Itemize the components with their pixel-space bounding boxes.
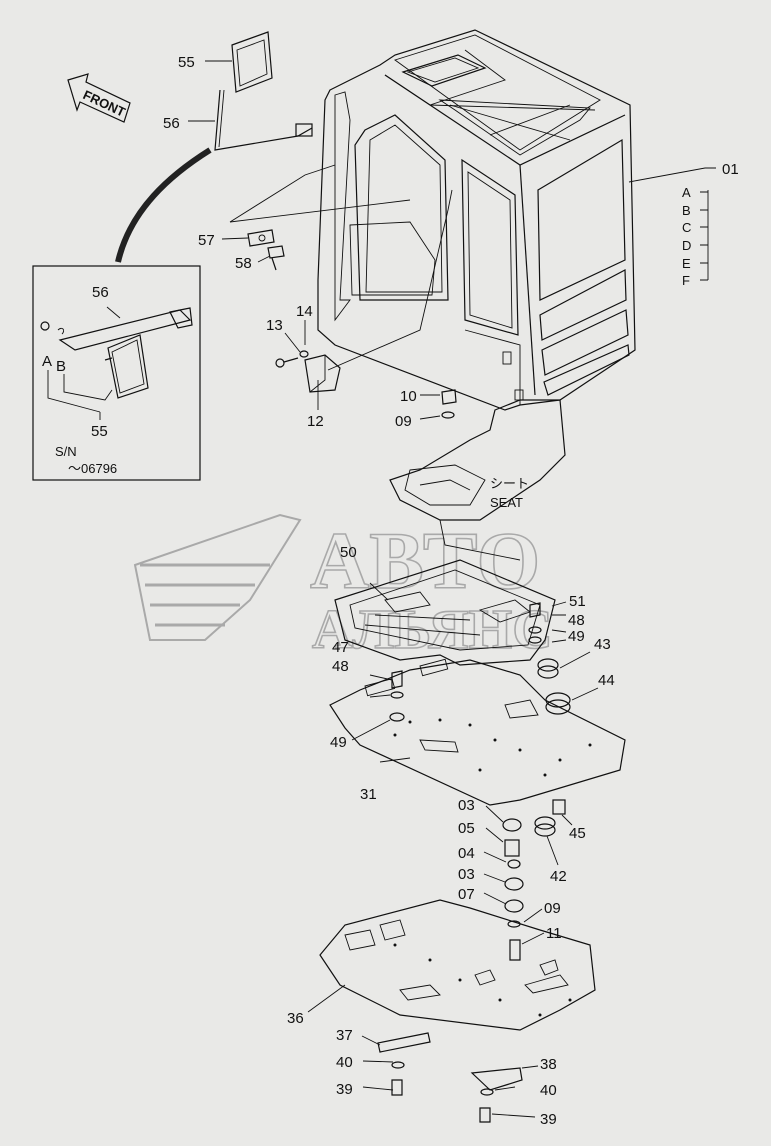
callout-label: B	[56, 358, 66, 375]
callout-label: 56	[163, 115, 180, 132]
callout-label: 31	[360, 786, 377, 803]
seat-label-jp: シート	[490, 476, 529, 491]
callout-label: 10	[400, 388, 417, 405]
mount-43	[537, 651, 591, 679]
callout-label: 43	[594, 636, 611, 653]
callout-label: 09	[544, 900, 561, 917]
bracket-57	[247, 229, 285, 271]
callout-label: 04	[458, 845, 475, 862]
callout-label: 36	[287, 1010, 304, 1027]
callout-label: 39	[336, 1081, 353, 1098]
inset-serial: S/N ～06796	[55, 444, 117, 476]
callout-label: 40	[336, 1054, 353, 1071]
bracket-38	[470, 1065, 539, 1123]
cab-body	[317, 29, 636, 411]
mirror-assembly	[115, 31, 313, 263]
washer-09-top	[441, 411, 455, 419]
callout-label: 03	[458, 866, 475, 883]
callout-label: 49	[568, 628, 585, 645]
washer-14	[299, 350, 309, 358]
callout-label: 13	[266, 317, 283, 334]
bolt-51	[528, 601, 567, 644]
variant-label: E	[682, 256, 691, 271]
variant-label: F	[682, 273, 690, 288]
spacer-45	[552, 799, 573, 826]
serial-label: S/N	[55, 444, 77, 459]
callout-label: 11	[546, 925, 562, 942]
variant-list: A B C D E F	[682, 185, 691, 288]
callout-label: 07	[458, 886, 475, 903]
bolt-13	[275, 357, 299, 368]
plate-31	[329, 658, 626, 806]
watermark-line1: АВТО	[310, 515, 540, 606]
bracket-37	[361, 1032, 431, 1096]
callout-label: 49	[330, 734, 347, 751]
callout-label: 50	[340, 544, 357, 561]
callout-label: 45	[569, 825, 586, 842]
floor-plate-50	[334, 559, 556, 666]
callout-label: 58	[235, 255, 252, 272]
callout-label: 39	[540, 1111, 557, 1128]
callout-label: 48	[332, 658, 349, 675]
watermark-line2: АЛЬЯНС	[312, 599, 553, 661]
cap-10	[441, 389, 457, 405]
callout-label: 47	[332, 639, 349, 656]
callout-label: 37	[336, 1027, 353, 1044]
callout-label: 56	[92, 284, 109, 301]
mount-44	[545, 687, 599, 715]
front-arrow: FRONT	[67, 73, 131, 123]
callout-label: 44	[598, 672, 615, 689]
callout-label: 09	[395, 413, 412, 430]
callout-label: 40	[540, 1082, 557, 1099]
callout-labels: 55 56 57 58 56 55 A B 13 14 12 10 09 01 …	[42, 54, 739, 1128]
watermark-logo-icon	[133, 513, 302, 641]
callout-label: 55	[178, 54, 195, 71]
inset-box	[32, 265, 201, 481]
watermark: АВТО АЛЬЯНС	[133, 513, 553, 662]
callout-label: 38	[540, 1056, 557, 1073]
variant-label: A	[682, 185, 691, 200]
plate-36	[307, 899, 596, 1031]
callout-label: 12	[307, 413, 324, 430]
callout-label: 51	[569, 593, 586, 610]
callout-label: 14	[296, 303, 313, 320]
bolt-47	[351, 670, 405, 741]
seat-label-en: SEAT	[490, 495, 523, 510]
serial-range: ～06796	[68, 461, 117, 476]
callout-label: 01	[722, 161, 739, 178]
callout-label: 55	[91, 423, 108, 440]
variant-label: C	[682, 220, 691, 235]
variant-label: B	[682, 203, 691, 218]
leader-lines-top	[188, 60, 716, 420]
bracket-12	[304, 354, 341, 393]
seat-label: シート SEAT	[490, 476, 529, 510]
front-label: FRONT	[81, 87, 128, 120]
callout-label: 48	[568, 612, 585, 629]
callout-label: 05	[458, 820, 475, 837]
stack-center	[483, 805, 545, 961]
callout-label: 57	[198, 232, 215, 249]
callout-label: A	[42, 353, 52, 370]
seat	[389, 399, 566, 561]
mount-42	[534, 816, 559, 866]
callout-label: 42	[550, 868, 567, 885]
callout-label: 03	[458, 797, 475, 814]
variant-label: D	[682, 238, 691, 253]
